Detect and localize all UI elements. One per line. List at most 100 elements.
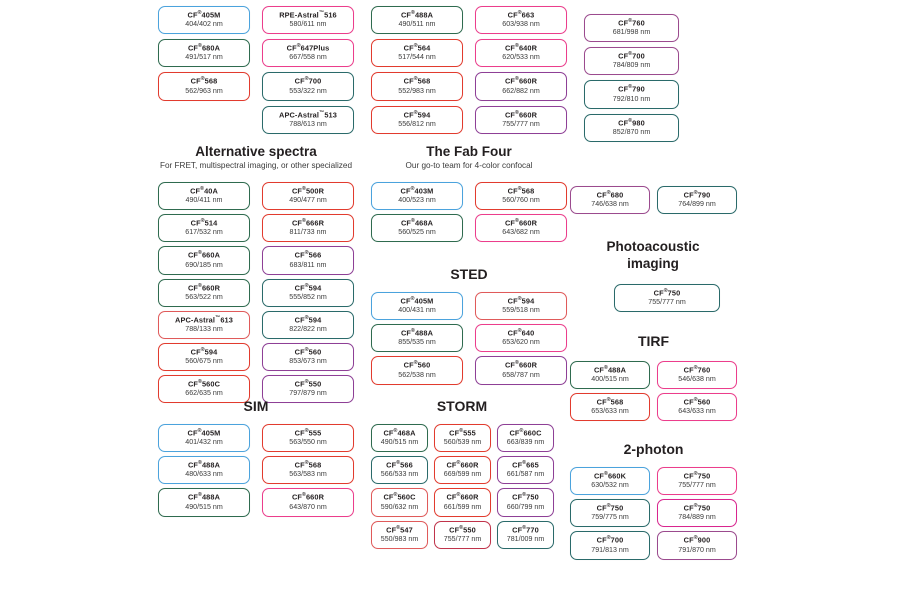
dye-number: 468A — [414, 218, 434, 228]
dye-number: 700 — [610, 535, 624, 545]
dye-spectra: 566/533 nm — [380, 470, 419, 479]
dye-name: CF®594 — [403, 109, 431, 120]
dye-trademark-mark: ® — [393, 492, 398, 499]
dye-spectra: 662/635 nm — [185, 389, 223, 398]
dye-number: 550 — [308, 379, 322, 389]
dye-spectra: 556/812 nm — [398, 119, 436, 128]
dye-spectra: 559/518 nm — [502, 306, 540, 315]
dye-number: 750 — [667, 288, 681, 298]
dye-spectra: 490/515 nm — [380, 438, 419, 447]
dye-number: 613 — [220, 315, 233, 325]
dye-number: 663 — [521, 10, 535, 20]
dye-trademark-mark: ® — [413, 109, 418, 116]
dye-spectra: 755/777 nm — [502, 119, 540, 128]
dye-name: CF®560C — [187, 379, 221, 389]
dye-spectra: 560/539 nm — [443, 438, 482, 447]
dye-spectra: 603/938 nm — [502, 20, 540, 29]
dye-trademark-mark: ® — [198, 43, 202, 50]
dye-number: 403M — [414, 186, 434, 196]
dye-trademark-mark: ® — [604, 365, 608, 371]
dye-number: 568 — [417, 76, 431, 86]
dye-name: CF®468A — [383, 428, 416, 438]
heading-tirf: TIRF — [637, 333, 670, 349]
